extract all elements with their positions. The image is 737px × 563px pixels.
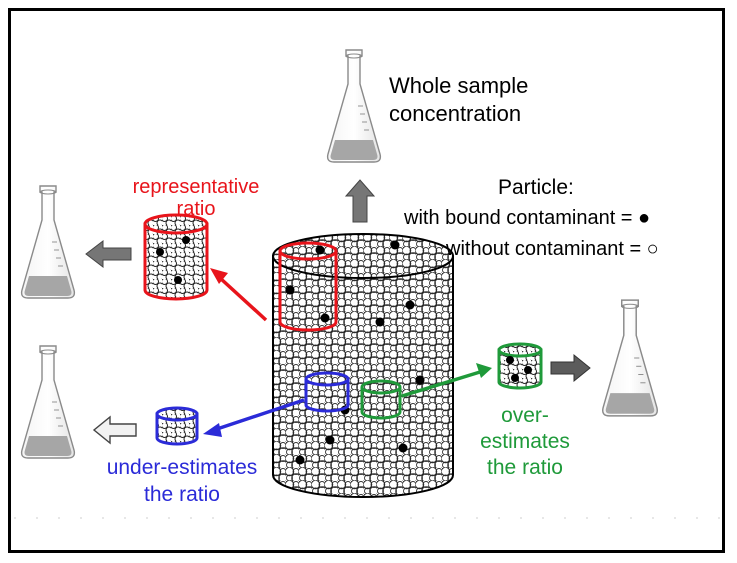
under-cylinder: [155, 406, 199, 446]
under-line2: the ratio: [144, 483, 220, 507]
representative-line1: representative: [132, 176, 260, 198]
flask-icon: [601, 299, 659, 417]
red-arrow: [210, 268, 268, 322]
over-cylinder: [497, 342, 543, 390]
whole-sample-label: Whole sample concentration: [389, 73, 529, 127]
blue-arrow: [203, 398, 305, 437]
over-estimates-label: over- estimates the ratio: [470, 404, 580, 479]
left-block-arrow-representative: [85, 239, 132, 269]
representative-line2: ratio: [176, 198, 216, 220]
representative-core-in-sample: [278, 241, 338, 332]
left-block-arrow-under: [92, 415, 137, 445]
green-arrow: [401, 363, 492, 398]
under-estimates-label: under-estimates the ratio: [92, 456, 272, 506]
legend-without: without contaminant = ○: [446, 238, 659, 260]
whole-sample-line2: concentration: [389, 101, 522, 127]
flask-icon: [20, 185, 76, 299]
representative-cylinder: [143, 213, 209, 301]
over-line1: over-: [501, 404, 549, 427]
up-block-arrow: [344, 179, 376, 223]
representative-label: representative ratio: [116, 176, 276, 220]
right-block-arrow-over: [550, 353, 591, 383]
over-line3: the ratio: [487, 456, 563, 480]
over-line2: estimates: [480, 430, 570, 454]
under-line1: under-estimates: [106, 456, 258, 479]
over-core-in-sample: [360, 379, 402, 420]
under-core-in-sample: [304, 371, 350, 413]
flask-icon: [326, 49, 382, 163]
whole-sample-line1: Whole sample: [389, 73, 529, 98]
sample-cylinder: [272, 233, 454, 498]
legend-title: Particle:: [498, 176, 574, 199]
flask-icon: [20, 345, 76, 459]
legend-bound: with bound contaminant = ●: [404, 207, 651, 229]
